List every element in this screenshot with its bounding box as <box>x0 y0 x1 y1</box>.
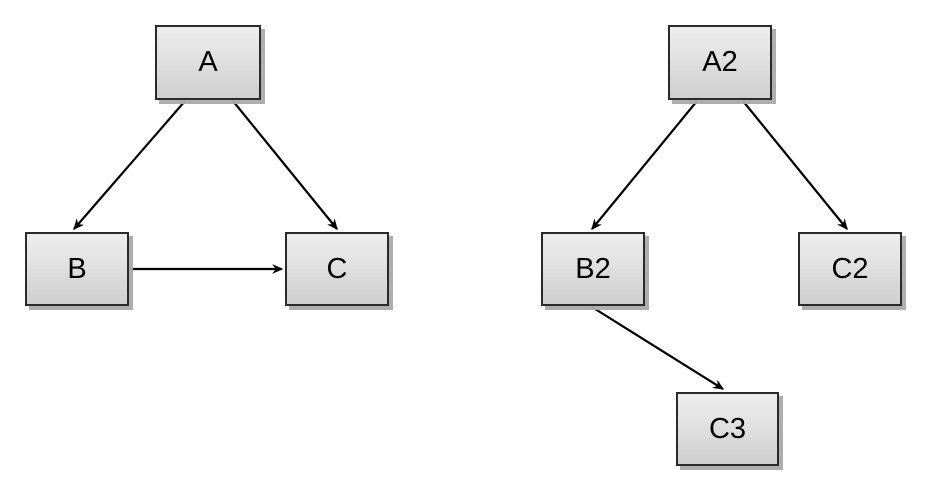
node-b2[interactable]: B2 <box>541 232 645 306</box>
edge-a-c <box>232 100 338 229</box>
node-a2[interactable]: A2 <box>668 25 772 100</box>
edge-a-b <box>73 100 186 229</box>
node-label: C2 <box>831 252 869 285</box>
node-label: C <box>326 252 348 285</box>
node-c[interactable]: C <box>285 232 389 306</box>
node-label: A <box>198 46 218 78</box>
edges-group <box>73 100 848 390</box>
edge-a2-b2 <box>591 100 698 229</box>
node-label: A2 <box>702 46 738 78</box>
node-a[interactable]: A <box>155 25 261 100</box>
node-label: B <box>67 252 87 285</box>
node-label: B2 <box>575 252 611 285</box>
node-c2[interactable]: C2 <box>798 232 902 306</box>
edge-b2-c3 <box>591 306 723 390</box>
node-b[interactable]: B <box>25 232 129 306</box>
node-c3[interactable]: C3 <box>676 392 779 466</box>
edge-a2-c2 <box>742 100 848 229</box>
node-label: C3 <box>708 412 747 445</box>
